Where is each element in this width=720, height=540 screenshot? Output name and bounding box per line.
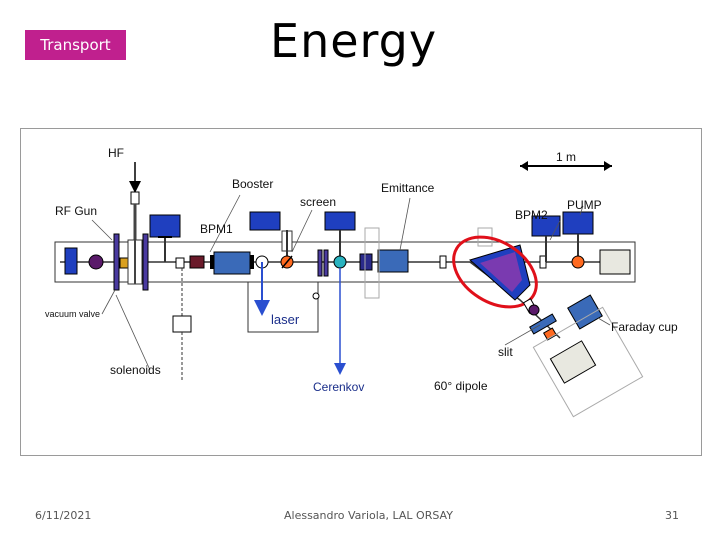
emittance-frame bbox=[364, 227, 380, 299]
booster-magnet bbox=[249, 211, 281, 231]
slit-label: slit bbox=[498, 345, 513, 359]
solenoid-2 bbox=[142, 233, 149, 291]
laser-label: laser bbox=[271, 312, 300, 327]
scale-arrow bbox=[520, 161, 612, 171]
vacuum-valve-label: vacuum valve bbox=[45, 309, 101, 319]
slit bbox=[529, 313, 557, 335]
corrector-1 bbox=[317, 249, 323, 277]
faraday-dump bbox=[549, 340, 597, 384]
footer-page: 31 bbox=[665, 509, 679, 522]
dipole-highlight bbox=[452, 235, 538, 309]
screen-3 bbox=[571, 255, 585, 269]
branch-frame bbox=[532, 306, 644, 418]
rf-gun-label: RF Gun bbox=[55, 204, 98, 218]
emittance-magnet bbox=[324, 211, 356, 231]
rf-gun bbox=[88, 254, 104, 270]
booster-label: Booster bbox=[232, 177, 274, 191]
hf-label: HF bbox=[108, 146, 124, 160]
vacuum-valve bbox=[189, 255, 205, 269]
section-tag: Transport bbox=[25, 30, 126, 60]
screen-label: screen bbox=[300, 195, 337, 209]
vacuum-valve-stand bbox=[172, 315, 192, 333]
dipole-branch bbox=[452, 235, 644, 418]
pump-label: PUMP bbox=[567, 198, 602, 212]
solenoids-label: solenoids bbox=[110, 363, 161, 377]
faraday-cup-label: Faraday cup bbox=[611, 320, 678, 334]
rf-gun-cathode bbox=[64, 247, 78, 275]
footer-author: Alessandro Variola, LAL ORSAY bbox=[284, 509, 453, 522]
diagram-frame bbox=[20, 128, 702, 456]
dipole-label: 60° dipole bbox=[434, 379, 488, 393]
solenoid-1 bbox=[113, 233, 120, 291]
bpm2-label: BPM2 bbox=[515, 208, 548, 222]
bpm1 bbox=[213, 251, 251, 275]
bpm1-label: BPM1 bbox=[200, 222, 233, 236]
faraday-cup bbox=[567, 294, 603, 330]
emittance-label: Emittance bbox=[381, 181, 435, 195]
laser-port-magnet bbox=[149, 214, 181, 238]
screen-2 bbox=[333, 255, 347, 269]
page-title: Energy bbox=[270, 14, 438, 68]
beam-dump bbox=[599, 249, 631, 275]
cerenkov-label: Cerenkov bbox=[313, 380, 365, 394]
hf-waveguide bbox=[130, 191, 140, 205]
scale-label: 1 m bbox=[556, 150, 577, 164]
emittance-meter bbox=[377, 249, 409, 273]
pump bbox=[562, 211, 594, 235]
footer-date: 6/11/2021 bbox=[35, 509, 92, 522]
